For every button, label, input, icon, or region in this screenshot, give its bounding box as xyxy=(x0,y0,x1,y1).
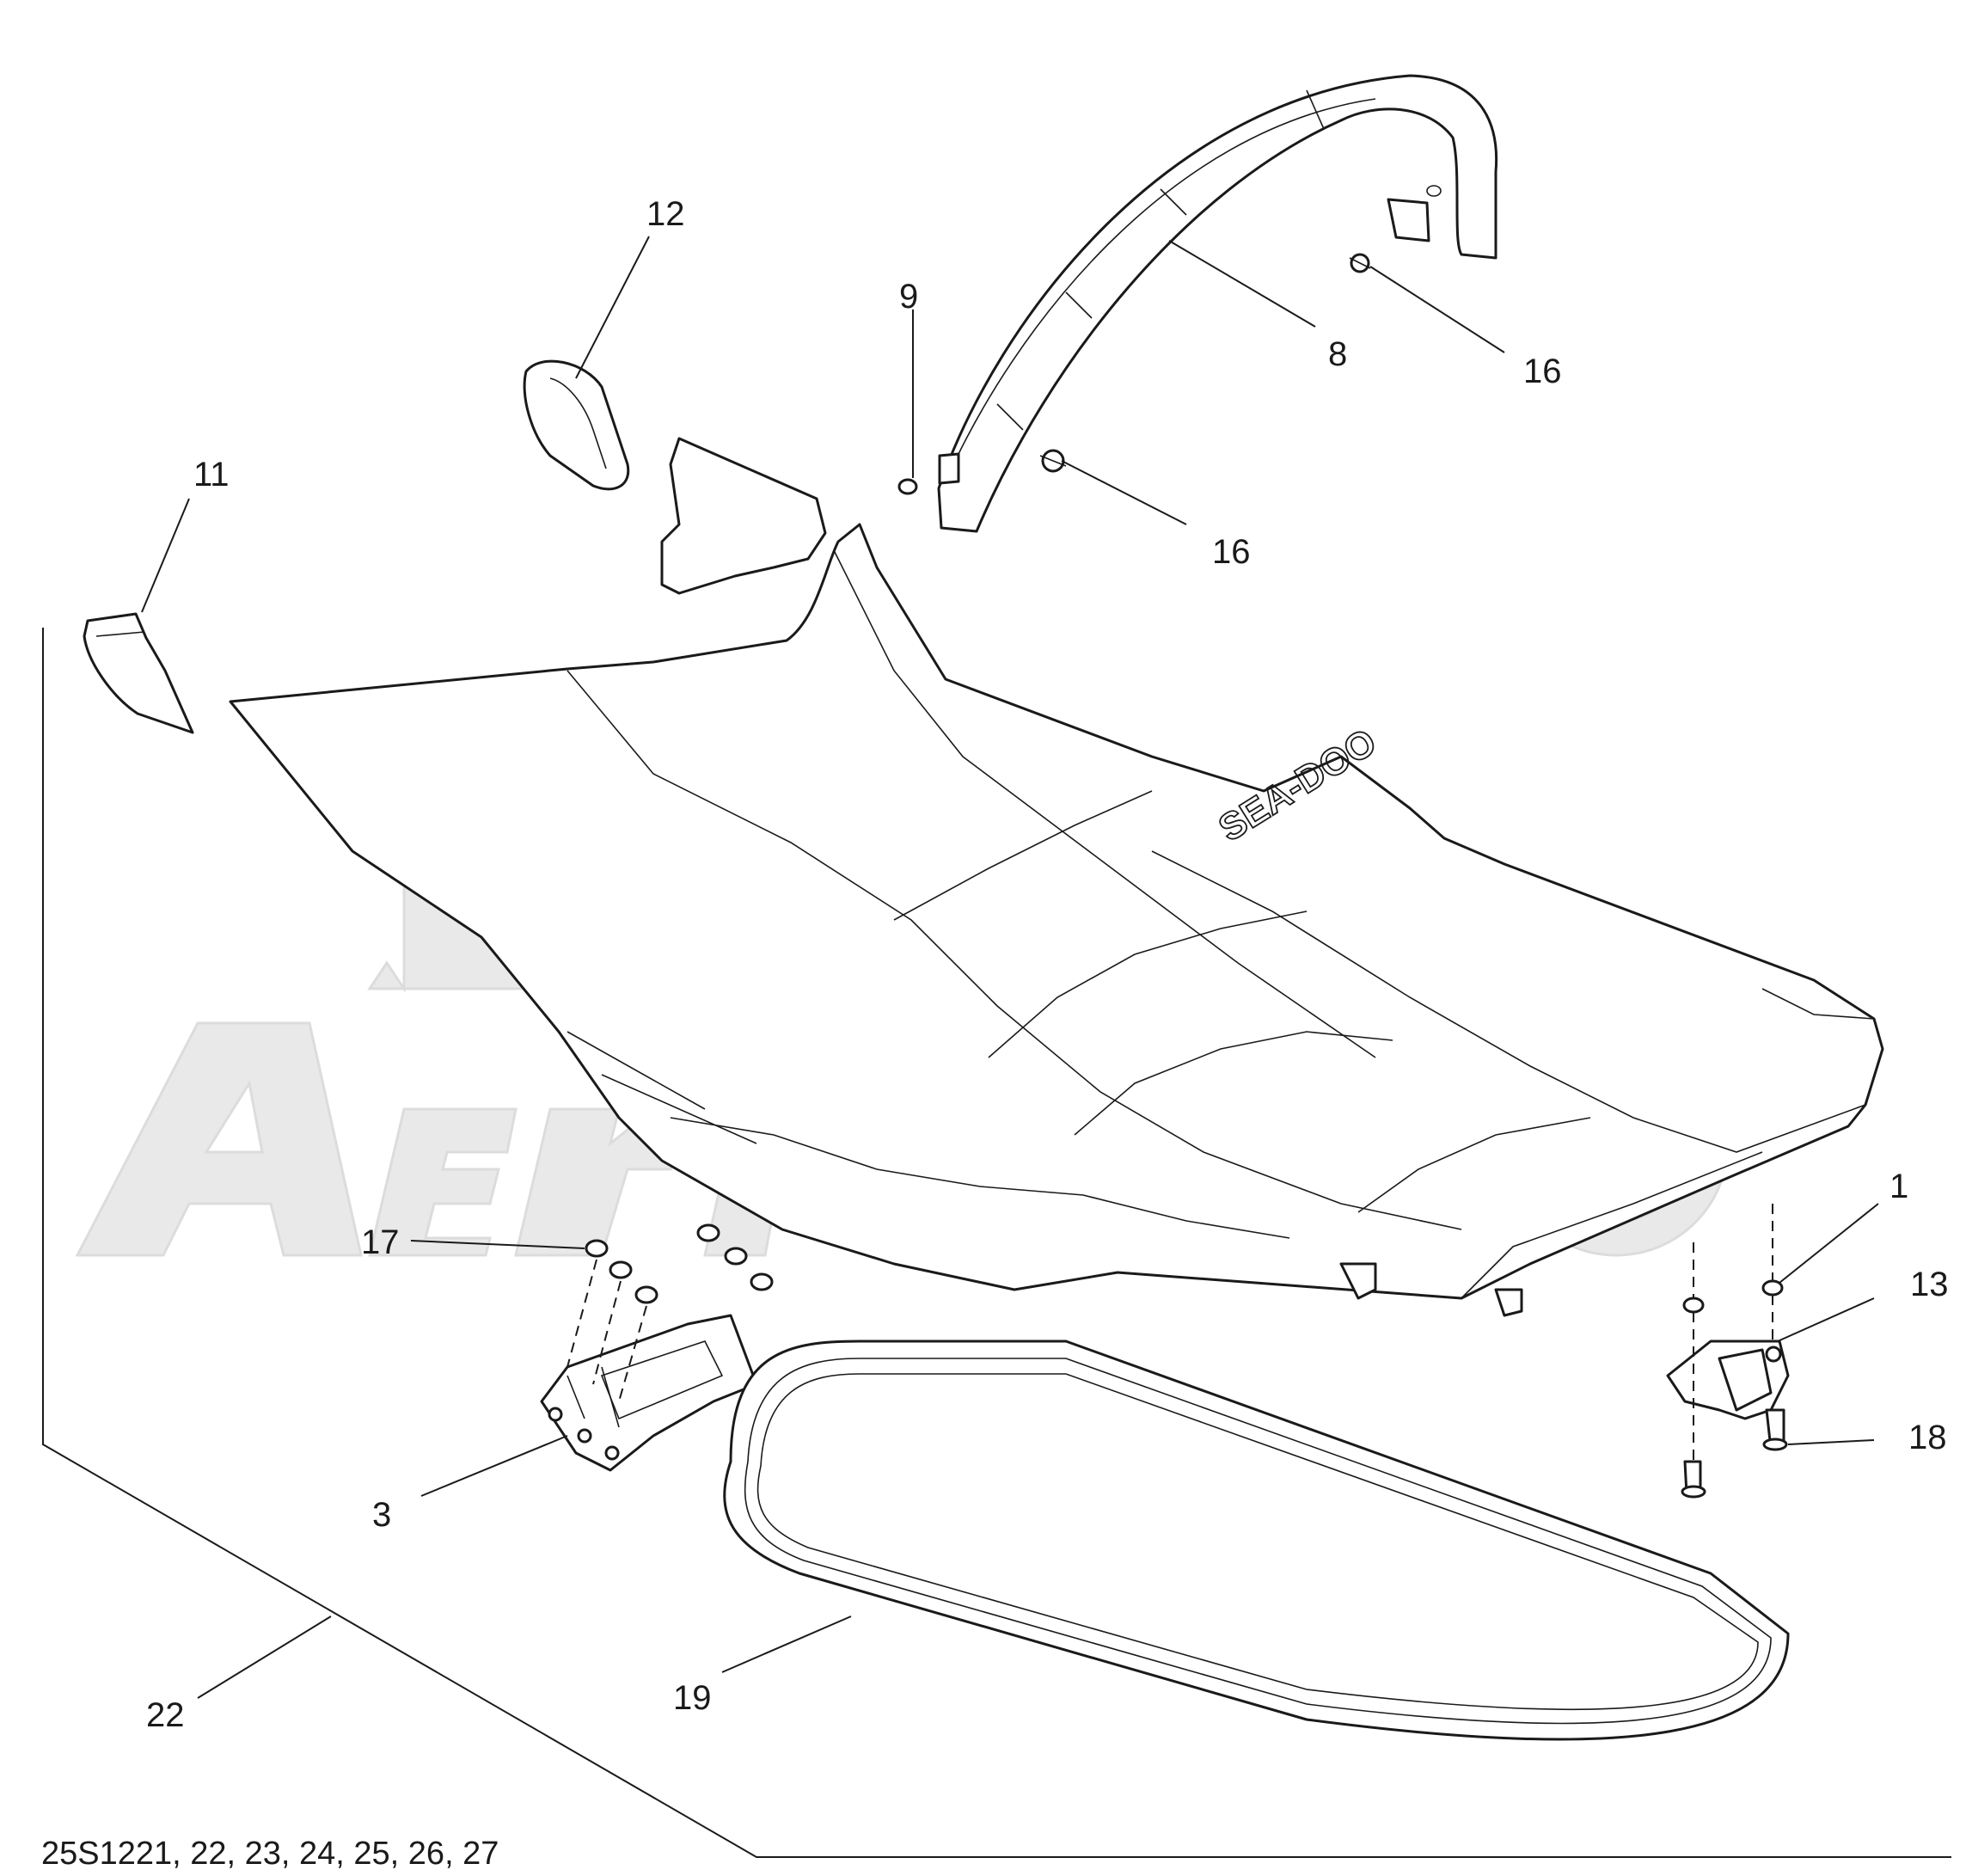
callout-1: 1 xyxy=(1889,1168,1908,1205)
callout-19: 19 xyxy=(673,1679,712,1717)
part-8-grab-strap xyxy=(937,74,1498,533)
callout-16-lower: 16 xyxy=(1212,533,1251,571)
part-9-nut xyxy=(897,478,918,495)
part-18-screws xyxy=(1681,1408,1788,1499)
callout-8: 8 xyxy=(1328,335,1347,373)
assembly-22-bracket xyxy=(42,628,1951,1858)
callout-9: 9 xyxy=(899,278,918,316)
seat-assembly: SEA-DOO xyxy=(229,437,1884,1317)
callout-18: 18 xyxy=(1908,1419,1947,1456)
part-17-nuts xyxy=(567,1223,774,1402)
diagram-reference-code: 25S1221, 22, 23, 24, 25, 26, 27 xyxy=(41,1836,499,1872)
callout-22: 22 xyxy=(146,1696,185,1734)
part-1-washers xyxy=(1682,1204,1784,1462)
part-19-seal xyxy=(723,1340,1790,1741)
callout-16-upper: 16 xyxy=(1523,353,1562,390)
part-16-push-rivet-upper xyxy=(1349,253,1371,273)
callout-13: 13 xyxy=(1910,1266,1949,1303)
callout-3: 3 xyxy=(372,1496,391,1534)
part-3-bracket xyxy=(540,1314,758,1472)
callout-11: 11 xyxy=(193,456,230,494)
callout-labels: 1 3 8 9 11 12 13 16 16 17 18 19 22 xyxy=(146,195,1949,1734)
part-11-cap xyxy=(83,612,194,734)
callout-12: 12 xyxy=(646,195,685,233)
callout-17: 17 xyxy=(361,1223,400,1261)
part-12-cap xyxy=(523,359,630,491)
part-13-latch xyxy=(1666,1340,1790,1420)
leader-lines xyxy=(141,236,1879,1699)
